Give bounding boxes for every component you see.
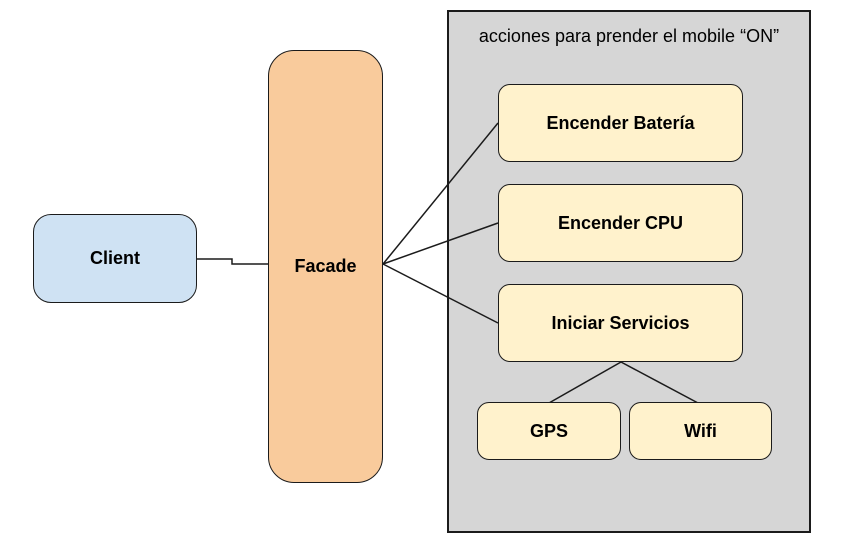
node-iniciar-servicios-label: Iniciar Servicios <box>551 312 690 333</box>
node-client-label: Client <box>89 248 140 268</box>
connector-client-facade <box>196 258 268 265</box>
node-wifi: Wifi <box>629 402 772 460</box>
node-iniciar-servicios: Iniciar Servicios <box>498 284 743 362</box>
node-encender-cpu-label: Encender CPU <box>557 212 684 233</box>
node-gps-label: GPS <box>529 420 568 441</box>
node-encender-bateria: Encender Batería <box>498 84 743 162</box>
node-encender-bateria-label: Encender Batería <box>546 112 695 133</box>
node-facade-label: Facade <box>294 256 357 276</box>
node-gps: GPS <box>477 402 621 460</box>
node-facade: Facade <box>268 50 383 483</box>
group-title: acciones para prender el mobile “ON” <box>478 26 780 46</box>
node-encender-cpu: Encender CPU <box>498 184 743 262</box>
node-wifi-label: Wifi <box>684 420 717 441</box>
node-client: Client <box>33 214 197 303</box>
